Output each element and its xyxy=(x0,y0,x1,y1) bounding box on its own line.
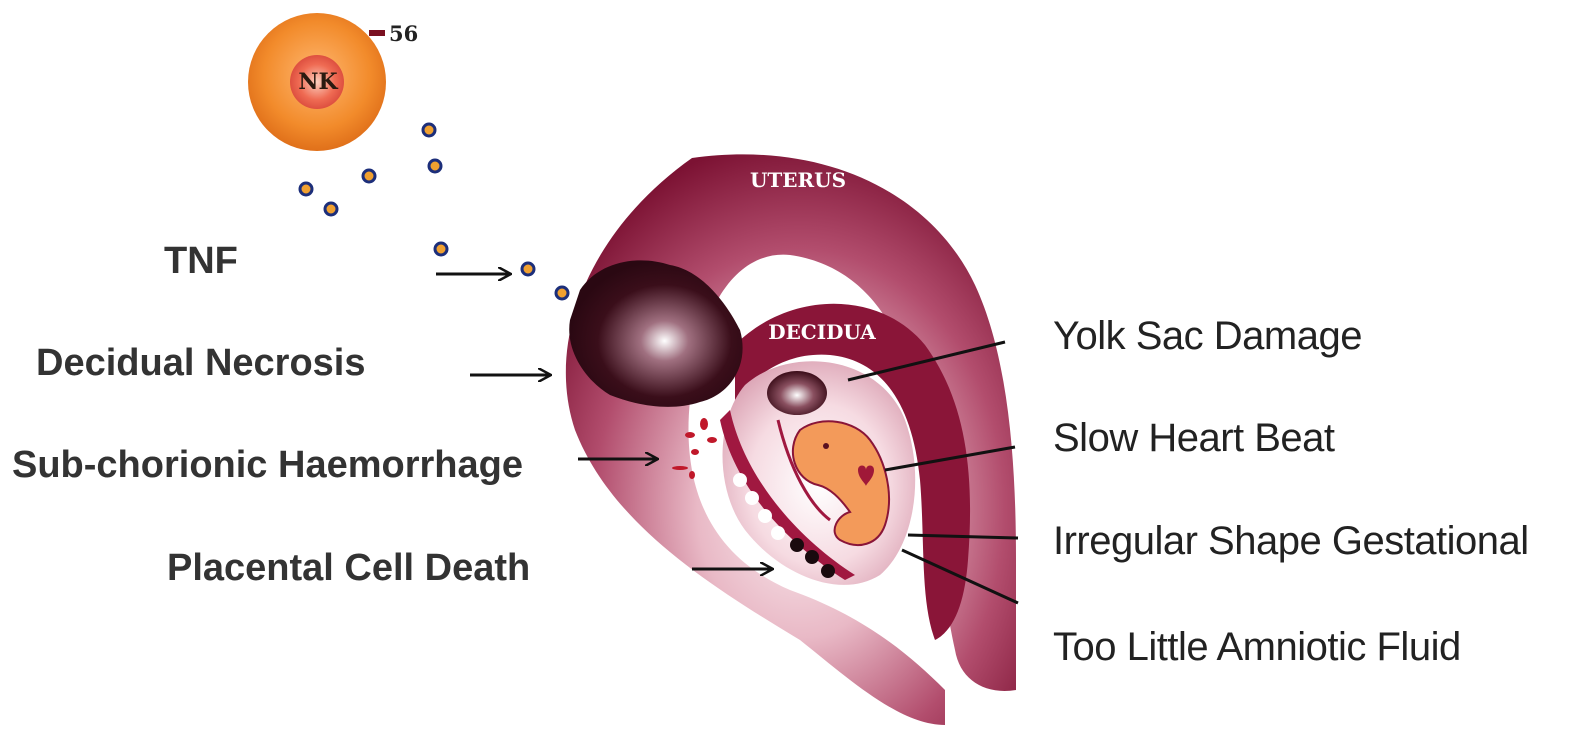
cell-white xyxy=(771,526,785,540)
cytokine-dot xyxy=(435,243,447,255)
blood-spot xyxy=(672,466,688,470)
label-decidual-necrosis: Decidual Necrosis xyxy=(36,344,365,382)
nk-label: NK xyxy=(298,69,338,95)
dead-cell xyxy=(790,538,804,552)
dead-cell xyxy=(821,564,835,578)
nk-cell: NK 56 xyxy=(248,13,418,151)
cytokine-dot xyxy=(363,170,375,182)
cytokine-dot xyxy=(429,160,441,172)
uterus-label: UTERUS xyxy=(750,168,846,192)
cell-white xyxy=(745,491,759,505)
cytokine-dot xyxy=(522,263,534,275)
cd56-label: 56 xyxy=(389,21,418,46)
label-tnf: TNF xyxy=(164,242,238,280)
embryo-eye xyxy=(823,443,829,449)
cell-white xyxy=(733,473,747,487)
cd56-marker xyxy=(369,30,385,36)
cytokine-dot xyxy=(300,183,312,195)
blood-spot xyxy=(691,449,699,455)
label-too-little-amniotic-fluid: Too Little Amniotic Fluid xyxy=(1053,627,1461,667)
yolk-sac xyxy=(767,371,827,415)
cytokine-dot xyxy=(423,124,435,136)
label-irregular-shape-gestational: Irregular Shape Gestational xyxy=(1053,521,1529,561)
blood-spot xyxy=(685,432,695,438)
label-slow-heart-beat: Slow Heart Beat xyxy=(1053,418,1335,458)
cytokine-dot xyxy=(325,203,337,215)
blood-spot xyxy=(700,418,708,430)
blood-spot xyxy=(689,471,695,479)
label-placental-cell-death: Placental Cell Death xyxy=(167,549,530,587)
tnf-cytokines xyxy=(300,124,568,299)
label-sub-chorionic-haemorrhage: Sub-chorionic Haemorrhage xyxy=(12,446,523,484)
cell-white xyxy=(758,509,772,523)
cytokine-dot xyxy=(556,287,568,299)
blood-spot xyxy=(707,437,717,443)
decidua-label: DECIDUA xyxy=(768,320,876,344)
dead-cell xyxy=(805,550,819,564)
label-yolk-sac-damage: Yolk Sac Damage xyxy=(1053,316,1362,356)
